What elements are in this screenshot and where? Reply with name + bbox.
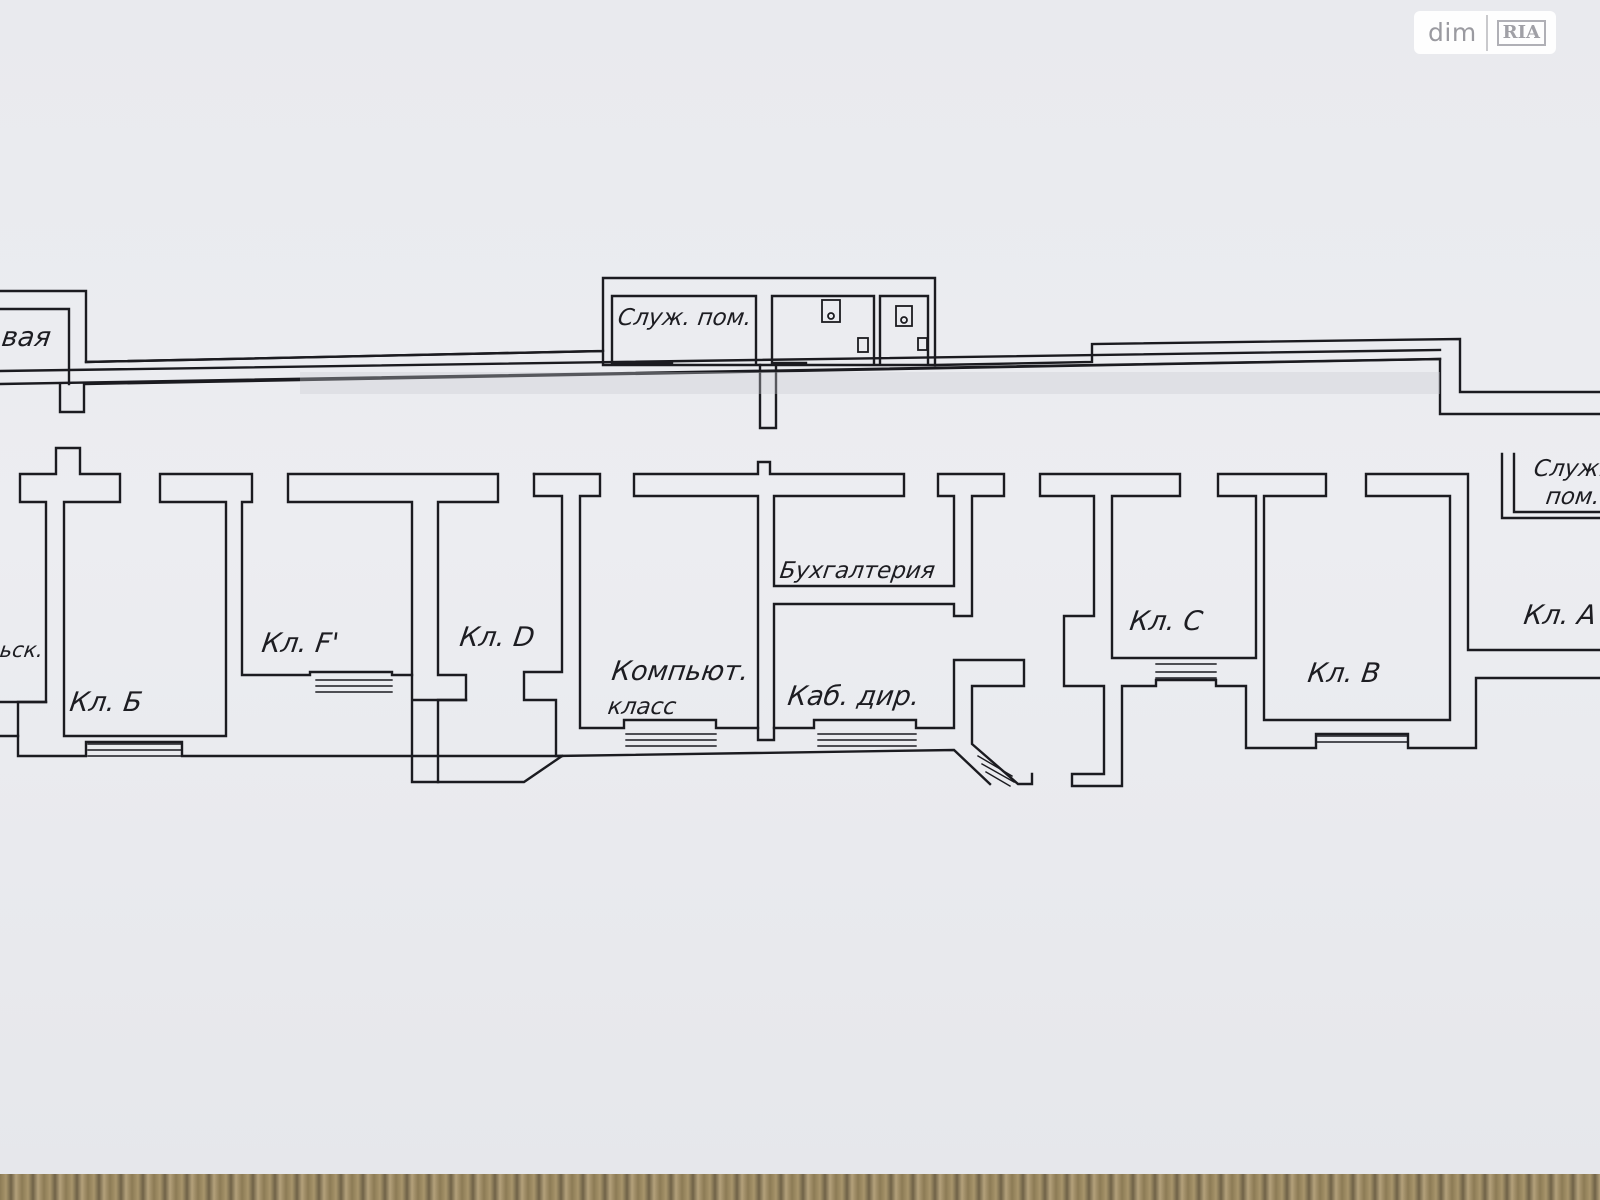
stairs-hatch: [977, 755, 1015, 787]
wall-komp-left: [522, 472, 992, 786]
wall-corridor-outer: [84, 337, 1600, 394]
corridor-shadow: [300, 372, 1440, 394]
room-label-kl-b-right: Кл. В: [1305, 658, 1383, 689]
watermark-divider: [1485, 14, 1488, 51]
room-label-sluzh-right-1: Служ.: [1532, 456, 1600, 482]
room-label-sluzh-pom-top: Служ. пом.: [616, 305, 754, 331]
window-kl-f: [315, 679, 393, 693]
window-kl-c: [1155, 663, 1217, 679]
watermark-brand: dim: [1428, 18, 1477, 47]
wall-komp: [532, 460, 1034, 786]
wall-stub-below-service: [758, 363, 778, 430]
wall-stub-left: [58, 382, 86, 414]
toilet-2-icon: [895, 305, 913, 327]
room-label-kl-d: Кл. D: [457, 622, 537, 653]
wall-right-service: [1500, 452, 1600, 520]
wall-corridor-inner-2: [84, 357, 1442, 386]
wall-center-bottom: [756, 726, 776, 742]
toilet-1-icon: [821, 299, 841, 323]
room-label-buhgalteria: Бухгалтерия: [778, 558, 937, 584]
sink-1-icon: [857, 337, 869, 353]
wall-wc-1: [770, 294, 876, 365]
wall-corridor-north-2: [0, 348, 1442, 373]
wall-service-room: [610, 294, 758, 365]
sink-2-icon: [917, 337, 928, 351]
wall-top-left-room: [0, 276, 937, 367]
room-label-kl-b-left: Кл. Б: [67, 687, 145, 718]
room-label-vaya: вая: [0, 322, 53, 353]
toilet-fixtures: [821, 299, 928, 353]
room-label-sluzh-right-2: пом.: [1544, 484, 1600, 510]
room-label-komputer-2: класс: [606, 694, 678, 720]
wall-wc-2: [878, 294, 930, 365]
wall-lines: [0, 276, 1600, 788]
watermark-logo: RIA: [1496, 19, 1547, 46]
wall-room-block: [16, 446, 564, 784]
room-label-kl-f: Кл. F': [259, 628, 341, 659]
room-label-ysk: ьск.: [0, 638, 45, 662]
wall-top-left-inner: [0, 307, 71, 386]
wall-right-block: [1038, 472, 1600, 788]
toilet-1-bowl-icon: [827, 312, 835, 320]
wall-f-d-shaft: [410, 673, 468, 784]
room-label-komputer-1: Компьют.: [609, 656, 751, 687]
window-kl-b-right: [1315, 735, 1409, 743]
carpet-strip: [0, 1174, 1600, 1200]
window-kab-dir: [817, 733, 917, 747]
toilet-2-bowl-icon: [900, 316, 908, 324]
room-label-kl-a: Кл. А: [1521, 600, 1599, 631]
dim-ria-watermark[interactable]: dim RIA: [1414, 11, 1556, 54]
window-komp: [625, 733, 717, 747]
room-label-kl-c: Кл. С: [1127, 606, 1205, 637]
room-label-kab-dir: Каб. дир.: [785, 681, 922, 712]
window-kl-b-left: [87, 743, 183, 757]
wall-left-stub: [0, 700, 48, 738]
